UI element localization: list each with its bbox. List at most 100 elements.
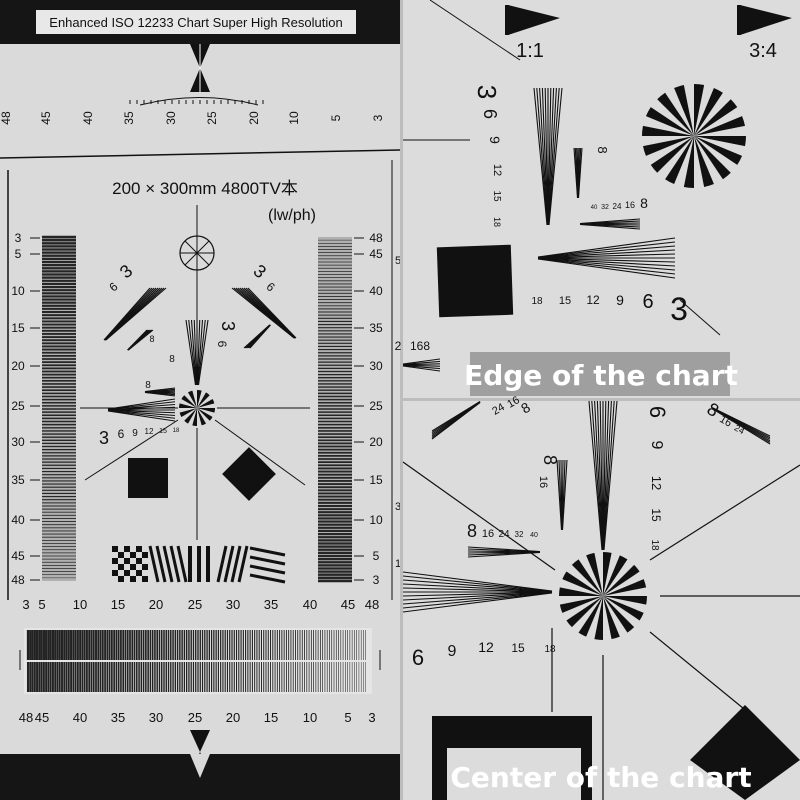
- checker-cell: [142, 576, 148, 582]
- edge-ratio-arrow-right: [740, 5, 792, 35]
- edge-ratio-arrow-left: [508, 5, 560, 35]
- center-vertical-number: 18: [649, 539, 660, 551]
- left-wedge-number: 6: [118, 427, 125, 441]
- center-siemens-star: [179, 390, 215, 426]
- left-wedge-number: 9: [132, 428, 138, 439]
- edge-vertical-number: 9: [487, 136, 503, 144]
- center-panel-vertical-wedge-line: [588, 400, 603, 551]
- panel-divider-vertical: [400, 0, 403, 800]
- top-scale-label: 25: [205, 111, 219, 125]
- left-scale-label: 48: [11, 573, 25, 587]
- top-scale-label: 3: [371, 114, 385, 121]
- center-panel-star-sector: [603, 564, 640, 596]
- center-panel-star-sector: [603, 596, 635, 633]
- edge-star-sector: [645, 107, 694, 136]
- edge-vertical-wedge-line: [548, 87, 560, 226]
- right-rotated-square: [222, 447, 276, 501]
- edge-horizontal-number: 15: [559, 295, 571, 307]
- center-panel-star-sector: [603, 552, 612, 596]
- center-star-sector: [179, 403, 197, 408]
- center-panel-upper-right-wedge-line: [711, 408, 771, 445]
- bottom-scale-top-label: 3: [22, 597, 29, 612]
- center-star-sector: [192, 408, 197, 426]
- bottom-scale-bottom-label: 3: [368, 710, 375, 725]
- edge-vertical-wedge-line: [547, 87, 555, 226]
- bottom-scale-bottom-label: 48: [19, 710, 33, 725]
- right-scale-label: 48: [369, 231, 383, 245]
- edge-horizontal-wedge: [537, 237, 676, 279]
- bottom-scale-top-label: 20: [149, 597, 163, 612]
- left-horizontal-wedge-line: [107, 410, 176, 419]
- diagonal-stripe: [176, 545, 188, 583]
- center-star-sector: [188, 390, 197, 408]
- edge-diagonal-bottom: [679, 299, 721, 336]
- center-star-sector: [181, 395, 197, 408]
- left-vertical-bar: [42, 237, 76, 581]
- edge-vertical-wedge-line: [541, 87, 549, 226]
- edge-star-sector: [694, 136, 743, 165]
- center-star-sector: [197, 390, 202, 408]
- upper-right-wedge-line: [247, 287, 297, 339]
- edge-vertical-number: 12: [491, 164, 503, 176]
- edge-horizontal-number: 3: [670, 291, 688, 327]
- vertical-stripe: [197, 546, 201, 582]
- edge-horizontal-wedge-line: [537, 237, 676, 258]
- anti-diagonal-stripe: [223, 545, 235, 583]
- edge-star-sector: [694, 99, 738, 136]
- center-vertical-wedge-line: [196, 319, 201, 386]
- anti-diagonal-stripe: [230, 545, 242, 583]
- center-panel-horizontal-wedge-line: [402, 592, 553, 605]
- right-vertical-bar: [318, 237, 352, 581]
- left-scale-label: 45: [11, 549, 25, 563]
- edge-ratio-right: 3:4: [749, 40, 777, 62]
- left-slanted-square: [128, 458, 168, 498]
- anti-diagonal-stripe: [216, 545, 228, 583]
- center-small-number: 24: [498, 529, 510, 540]
- center-panel-horizontal-wedge-line: [402, 587, 553, 593]
- bottom-scale-bottom-label: 25: [188, 710, 202, 725]
- center-panel-star-sector: [571, 559, 603, 596]
- frame-top: [0, 149, 401, 159]
- center-horizontal-number: 9: [448, 643, 457, 660]
- top-arc: [139, 97, 259, 106]
- edge-left-wedge-line: [402, 364, 441, 367]
- checker-cell: [112, 570, 118, 576]
- edge-caption: Edge of the chart: [464, 359, 738, 392]
- slanted-horizontal-stripe: [249, 546, 286, 557]
- center-upper-left-number: 24: [490, 401, 507, 418]
- center-panel-star-sector: [586, 552, 603, 596]
- center-panel-star-sector: [603, 579, 647, 596]
- edge-horizontal-wedge-line: [537, 245, 676, 258]
- edge-small-vertical-wedge-line: [577, 147, 583, 199]
- edge-vertical-wedge-line: [548, 87, 563, 226]
- edge-small-horizontal-wedge-line: [579, 223, 641, 230]
- edge-vertical-wedge-line: [544, 87, 549, 226]
- center-panel-vertical-wedge-line: [596, 400, 604, 551]
- edge-horizontal-number: 6: [642, 291, 653, 313]
- center-panel-horizontal-wedge-line: [402, 591, 553, 601]
- center-vertical-number: 12: [649, 476, 664, 490]
- bottom-scale-top-label: 15: [111, 597, 125, 612]
- center-vertical-wedge-line: [185, 319, 197, 386]
- edge-star-sector: [665, 136, 694, 185]
- center-panel-star-sector: [562, 571, 603, 596]
- right-scale-label: 10: [369, 513, 383, 527]
- panel-divider-horizontal: [403, 398, 800, 401]
- edge-vertical-number: 3: [472, 85, 502, 99]
- edge-horizontal-number: 9: [616, 292, 624, 308]
- checker-cell: [118, 576, 124, 582]
- checker-cell: [124, 558, 130, 564]
- center-small-number: 8: [467, 521, 477, 541]
- right-scale-label: 15: [369, 473, 383, 487]
- edge-star-sector: [694, 84, 705, 136]
- edge-horizontal-wedge-line: [537, 253, 676, 259]
- top-scale-label: 45: [39, 111, 53, 125]
- center-vertical-number: 6: [645, 406, 670, 418]
- center-horizontal-number: 6: [412, 645, 424, 670]
- bottom-scale-top-label: 35: [264, 597, 278, 612]
